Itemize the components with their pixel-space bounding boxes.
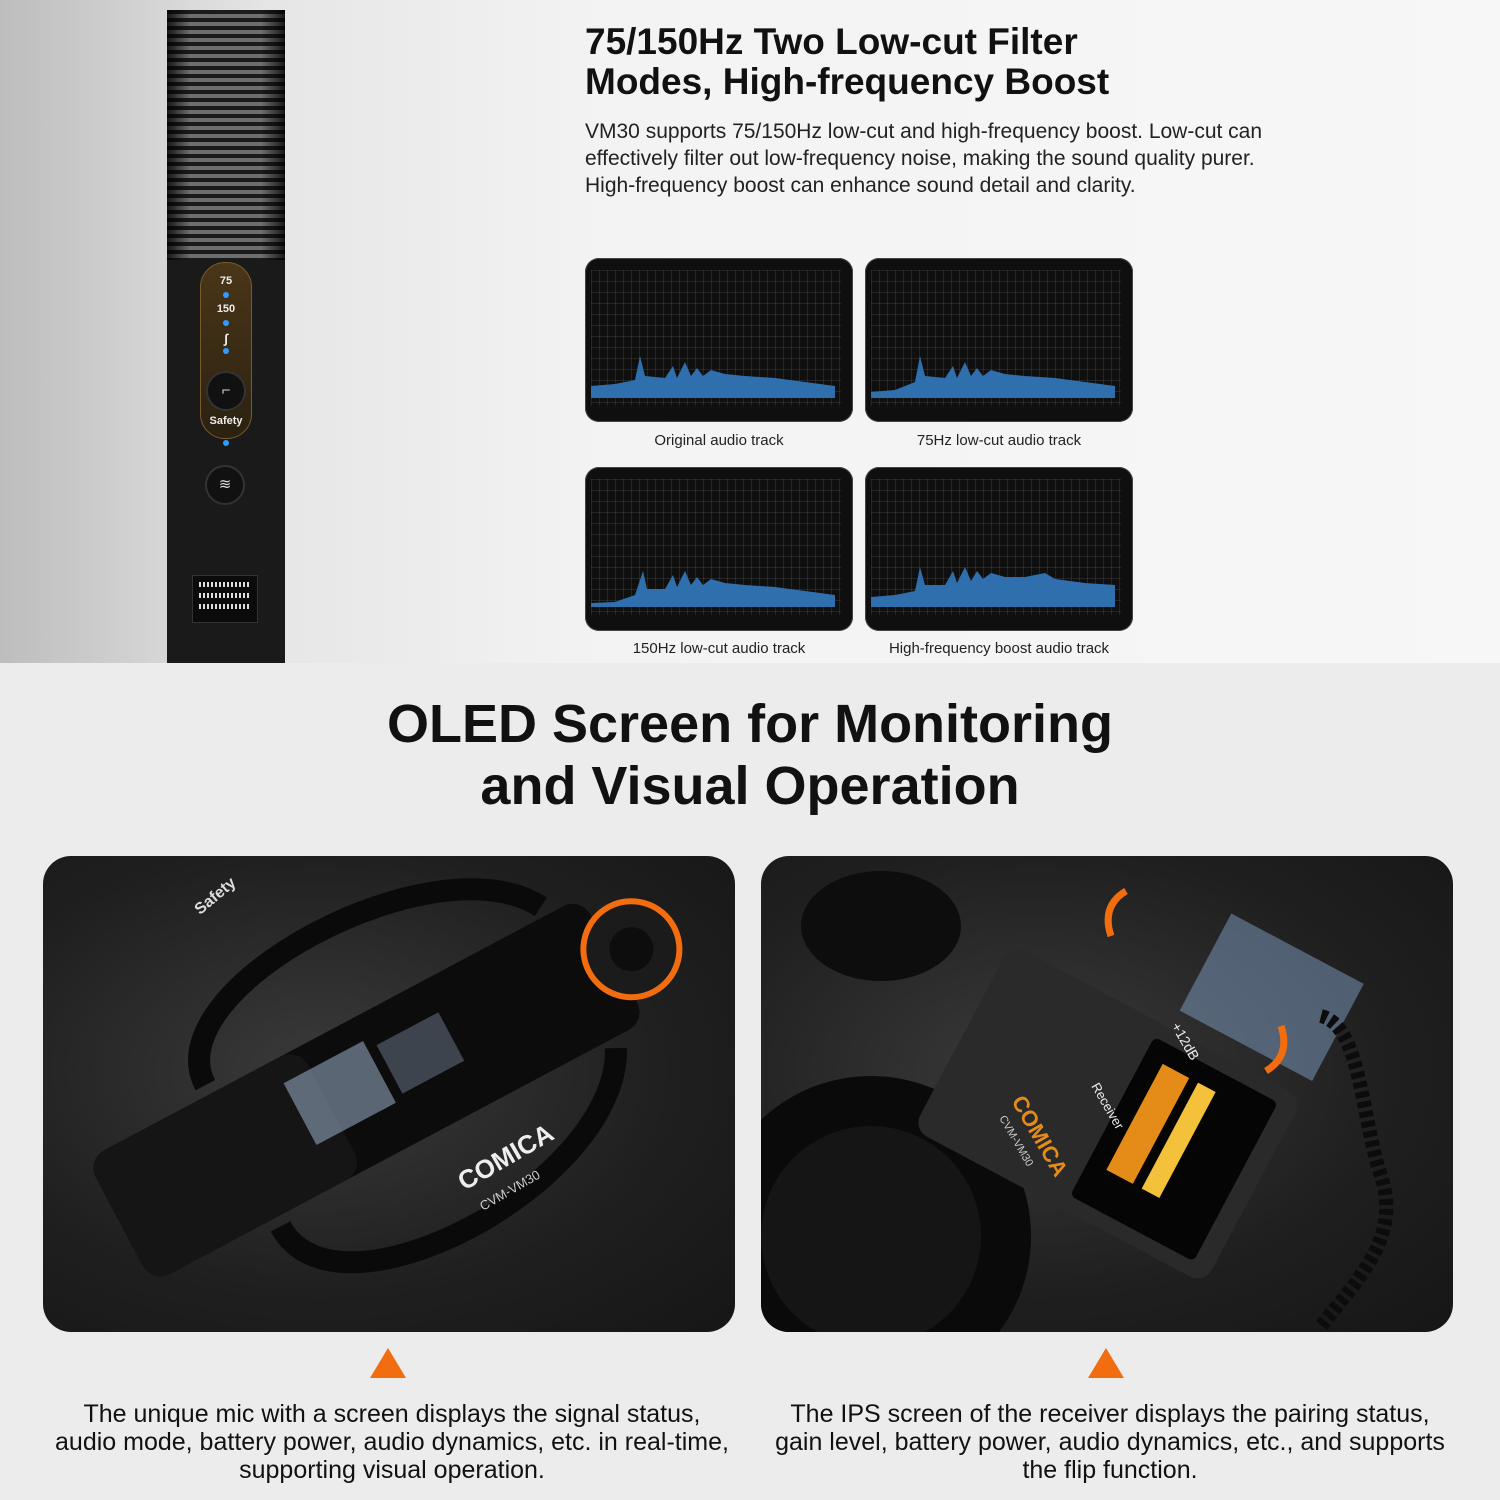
safety-label: Safety: [209, 415, 243, 427]
spectrum-graph: [871, 567, 1115, 607]
lowcut-button[interactable]: ⌐: [206, 371, 246, 411]
receiver-screen-photo: Receiver COMICA CVM-VM30 +12dB: [761, 856, 1453, 1332]
oled-status-row: [199, 582, 249, 587]
safety-led: [223, 440, 229, 446]
receiver-illustration: Receiver COMICA CVM-VM30 +12dB: [761, 871, 1394, 1332]
spectrum-caption-150hz: 150Hz low-cut audio track: [632, 640, 806, 657]
safety-engraving: Safety: [192, 874, 240, 918]
microphone-image: 75 150 ∫ ⌐ Safety ≋: [167, 10, 285, 663]
lowcut-heading: 75/150Hz Two Low-cut Filter Modes, High-…: [585, 22, 1205, 102]
mic-screen-photo: Safety COMICA CVM-VM30: [43, 856, 735, 1332]
oled-heading-line1: OLED Screen for Monitoring: [386, 694, 1114, 754]
lowcut-heading-line1: 75/150Hz Two Low-cut Filter: [585, 21, 1078, 62]
mode-indicator-panel: 75 150 ∫ ⌐ Safety: [200, 262, 252, 439]
indicator-led-75: [223, 292, 229, 298]
oled-heading: OLED Screen for Monitoring and Visual Op…: [0, 693, 1500, 817]
spectrum-caption-75hz: 75Hz low-cut audio track: [916, 432, 1082, 449]
receiver-screen-description: The IPS screen of the receiver displays …: [775, 1400, 1445, 1484]
oled-heading-line2: and Visual Operation: [480, 756, 1020, 816]
right-pointer-triangle-icon: [1088, 1348, 1124, 1378]
oled-meter-row-2: [199, 604, 251, 609]
spectrum-graph: [591, 571, 835, 607]
lowcut-heading-line2: Modes, High-frequency Boost: [585, 61, 1110, 102]
top-section: 75 150 ∫ ⌐ Safety ≋ 75/150Hz Two Low-cut…: [0, 0, 1500, 663]
spectrum-75hz: [865, 258, 1133, 422]
mic-oled-screen: [192, 575, 258, 623]
mode-label-75: 75: [219, 275, 233, 287]
mic-grill: [167, 10, 285, 260]
wireless-button[interactable]: ≋: [205, 465, 245, 505]
spectrum-graph: [591, 356, 835, 398]
mic-illustration: Safety COMICA CVM-VM30: [93, 874, 683, 1277]
spectrum-caption-original: Original audio track: [654, 432, 784, 449]
left-pointer-triangle-icon: [370, 1348, 406, 1378]
spectrum-graph: [871, 356, 1115, 398]
lowcut-description: VM30 supports 75/150Hz low-cut and high-…: [585, 120, 1263, 197]
spectrum-original: [585, 258, 853, 422]
spectrum-caption-hf-boost: High-frequency boost audio track: [888, 640, 1110, 657]
hf-boost-icon: ∫: [224, 331, 228, 346]
spectrum-150hz: [585, 467, 853, 631]
oled-meter-row-1: [199, 593, 251, 598]
spectrum-hf-boost: [865, 467, 1133, 631]
indicator-led-150: [223, 320, 229, 326]
mic-screen-description: The unique mic with a screen displays th…: [55, 1400, 729, 1484]
mode-label-150: 150: [216, 303, 236, 315]
indicator-led-hf: [223, 348, 229, 354]
